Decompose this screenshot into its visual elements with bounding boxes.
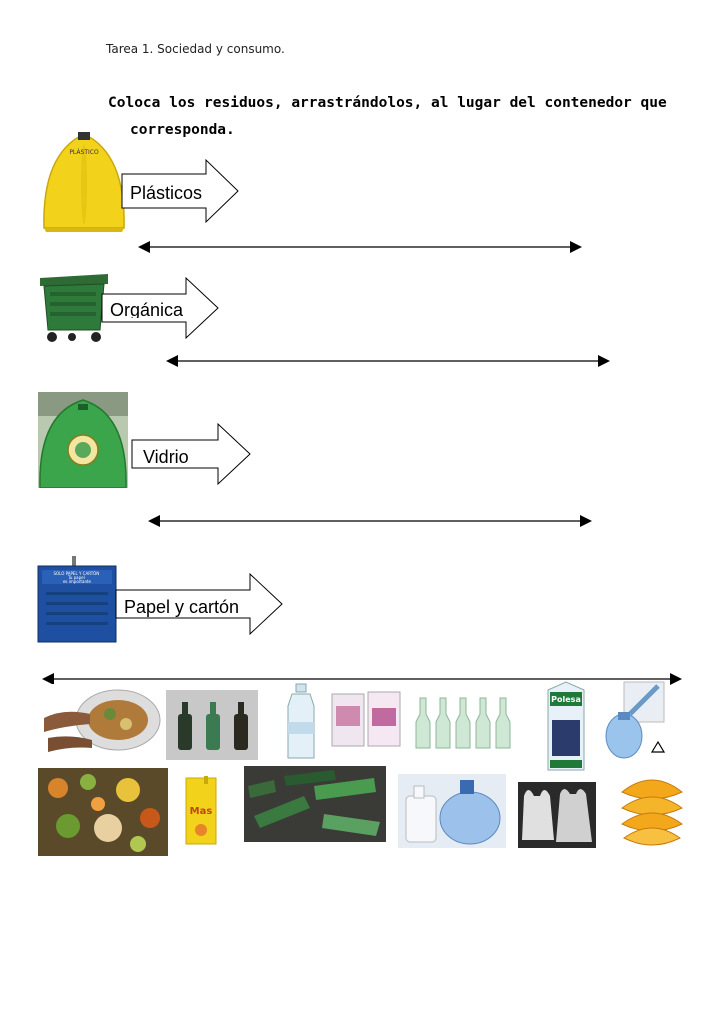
waste-item-dark-glass-bottles[interactable] — [166, 690, 258, 760]
bin-label-paper: Papel y cartón — [124, 597, 240, 617]
waste-item-juice-brick[interactable]: Mas — [182, 774, 220, 848]
paper-bin-sign: SOLO PAPEL Y CARTÓN Tu papel es importan… — [53, 571, 100, 584]
bin-arrow-plastic — [121, 158, 239, 224]
bin-label-glass: Vidrio — [143, 447, 189, 467]
bin-label-plastic: Plásticos — [130, 183, 203, 203]
drop-zone-organic[interactable] — [164, 352, 612, 370]
plastic-bin-image: PLÁSTICO — [38, 124, 130, 234]
bin-label-organic: Orgánica — [110, 300, 184, 318]
plastic-bin-text: PLÁSTICO — [69, 149, 99, 156]
waste-item-organic-scraps[interactable] — [38, 768, 168, 856]
waste-item-water-jug[interactable] — [602, 680, 668, 762]
instructions-line-1: Coloca los residuos, arrastrándolos, al … — [108, 95, 667, 111]
drop-zone-glass[interactable] — [146, 512, 594, 530]
drop-zone-plastic[interactable] — [136, 238, 584, 256]
waste-item-broken-glass[interactable] — [244, 766, 386, 842]
paper-bin-image: SOLO PAPEL Y CARTÓN Tu papel es importan… — [36, 556, 118, 644]
juice-brick-brand: Mas — [190, 806, 213, 817]
document-header: Tarea 1. Sociedad y consumo. — [106, 42, 285, 56]
bin-arrow-paper — [115, 572, 283, 636]
bin-arrow-glass — [131, 422, 251, 486]
waste-item-juice-cartons[interactable] — [328, 690, 404, 750]
drop-zone-paper[interactable] — [40, 670, 684, 688]
glass-bin-image — [38, 392, 128, 488]
instructions-line-2: corresponda. — [130, 122, 235, 138]
waste-item-plastic-water-bottle[interactable] — [282, 682, 320, 762]
waste-item-plastic-bags[interactable] — [518, 782, 596, 848]
waste-item-milk-carton[interactable]: Polesa — [544, 680, 588, 774]
instructions: Coloca los residuos, arrastrándolos, al … — [108, 90, 668, 144]
waste-item-orange-peels[interactable] — [612, 766, 690, 854]
milk-carton-brand: Polesa — [551, 695, 581, 704]
waste-item-plastic-containers[interactable] — [398, 774, 506, 848]
organic-bin-image — [38, 268, 110, 346]
bin-arrow-organic — [101, 276, 219, 340]
waste-item-food-plate[interactable] — [44, 684, 162, 756]
waste-item-glass-soda-bottles[interactable] — [412, 692, 520, 752]
